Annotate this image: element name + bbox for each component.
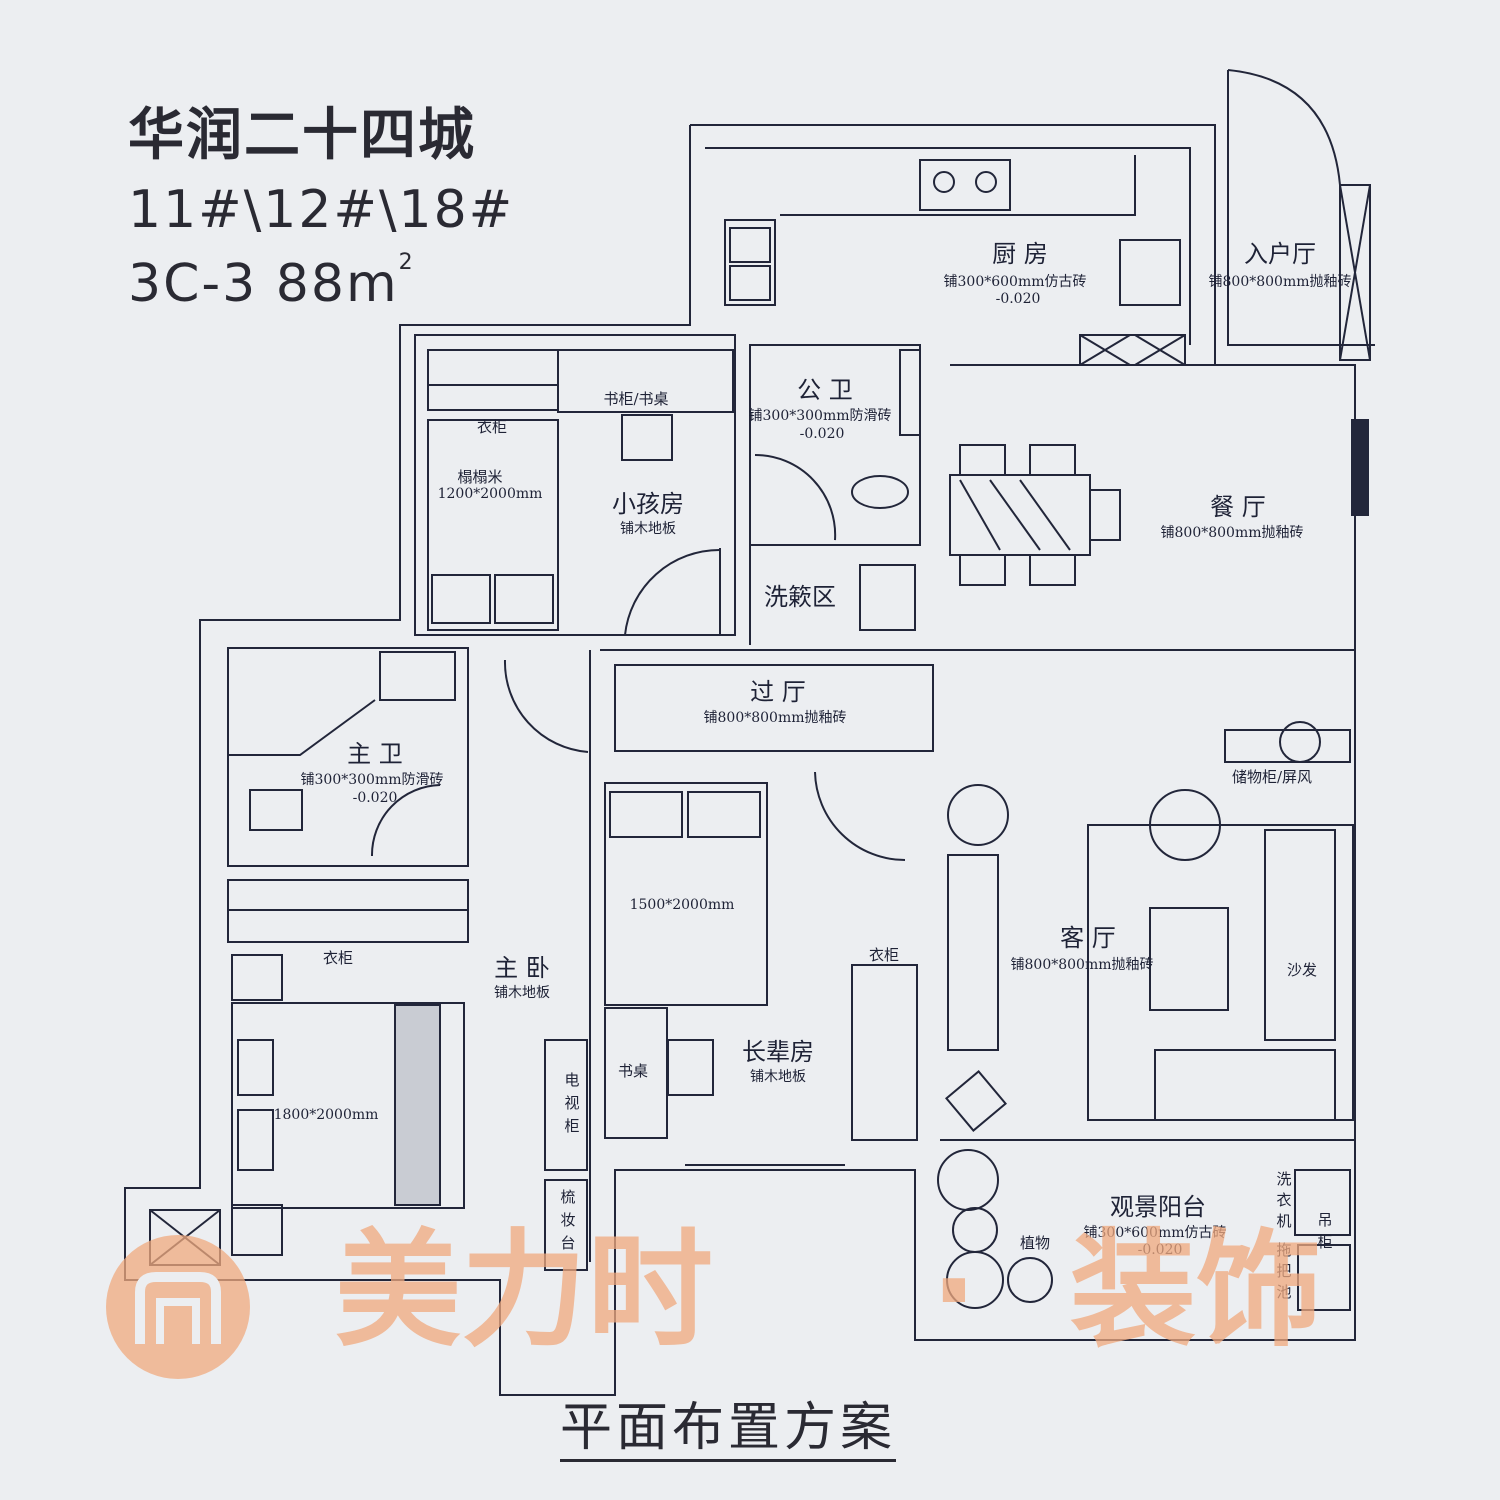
washer-char-1: 洗 (1276, 1170, 1291, 1188)
wash-area-name: 洗簌区 (764, 583, 836, 611)
plan-caption: 平面布置方案 (560, 1399, 897, 1463)
kids-wardrobe-label: 衣柜 (477, 418, 507, 436)
master-bedroom-name: 主 卧 (494, 954, 550, 982)
kids-room-floor: 铺木地板 (620, 521, 676, 537)
watermark-brand: 美力时 (335, 1217, 713, 1364)
master-wardrobe-label: 衣柜 (323, 949, 353, 967)
public-bath-level: -0.020 (800, 426, 845, 442)
elder-wardrobe-label: 衣柜 (869, 946, 899, 964)
kitchen-name: 厨 房 (992, 240, 1048, 268)
unit-type: 3C-3 (128, 254, 258, 314)
master-bedroom-walls (149, 650, 591, 1271)
sofa-label: 沙发 (1287, 961, 1317, 979)
vanity-char-3: 台 (560, 1234, 575, 1252)
hallway-box (614, 664, 934, 752)
master-bath-walls (227, 647, 469, 867)
public-bath-name: 公 卫 (797, 376, 853, 404)
tv-cabinet-char-1: 电 (564, 1071, 579, 1089)
dining-table (949, 444, 1121, 586)
hanging-cab-char-1: 吊 (1317, 1211, 1332, 1229)
dining-floor: 铺800*800mm抛釉砖 (1161, 525, 1304, 541)
bookcase-desk-label: 书柜/书桌 (603, 390, 668, 408)
tatami-size-label: 1200*2000mm (438, 486, 543, 502)
elder-room-walls (604, 771, 918, 1166)
balcony-walls (937, 721, 1351, 1311)
kitchen-level: -0.020 (996, 291, 1041, 307)
balcony-level: -0.020 (1138, 1242, 1183, 1258)
living-name: 客 厅 (1060, 924, 1116, 952)
stove (919, 159, 1011, 211)
tv-cabinet-char-2: 视 (564, 1094, 579, 1112)
tatami-label: 榻榻米 (457, 468, 502, 486)
room-labels: 厨 房 铺300*600mm仿古砖 -0.020 入户厅 铺800*800mm抛… (301, 240, 1352, 1258)
desk-label: 书桌 (618, 1062, 648, 1080)
public-bath-floor: 铺300*300mm防滑砖 (749, 407, 892, 424)
watermark-brand-suffix: 装饰 (1070, 1217, 1322, 1364)
master-bath-floor: 铺300*300mm防滑砖 (301, 771, 444, 788)
kids-room-walls (414, 334, 736, 636)
vanity-char-1: 梳 (560, 1188, 575, 1206)
building-numbers: 11#\12#\18# (128, 180, 515, 240)
dining-name: 餐 厅 (1210, 493, 1266, 521)
watermark-dot: · (930, 1217, 978, 1364)
kids-room-name: 小孩房 (612, 490, 684, 518)
furniture-labels: 书柜/书桌 衣柜 榻榻米 1200*2000mm 储物柜/屏风 1500*200… (274, 390, 1333, 1301)
unit-type-area: 3C-3 88m2 (128, 252, 415, 311)
washer-char-2: 衣 (1276, 1191, 1291, 1209)
mop-sink-char-2: 把 (1276, 1262, 1291, 1280)
master-bath-name: 主 卫 (347, 740, 403, 768)
balcony-name: 观景阳台 (1110, 1193, 1206, 1221)
mop-sink-char-3: 池 (1276, 1283, 1291, 1301)
master-bed-size-label: 1800*2000mm (274, 1107, 379, 1123)
hallway-name: 过 厅 (750, 678, 806, 706)
balcony-floor: 铺300*600mm仿古砖 (1084, 1225, 1227, 1241)
elder-room-name: 长辈房 (742, 1038, 814, 1066)
hanging-cab-char-2: 柜 (1317, 1233, 1332, 1251)
elder-room-floor: 铺木地板 (750, 1069, 806, 1085)
unit-area: 88m (275, 254, 399, 314)
hallway-floor: 铺800*800mm抛釉砖 (704, 710, 847, 726)
tv-cabinet-char-3: 柜 (564, 1117, 579, 1135)
living-floor: 铺800*800mm抛釉砖 (1011, 957, 1154, 973)
entry-name: 入户厅 (1244, 240, 1316, 268)
storage-screen-label: 储物柜/屏风 (1232, 768, 1312, 786)
plants-label: 植物 (1020, 1234, 1050, 1252)
master-bedroom-floor: 铺木地板 (494, 985, 550, 1001)
master-bath-level: -0.020 (353, 790, 398, 806)
washer-char-3: 机 (1276, 1212, 1291, 1230)
area-unit-superscript: 2 (398, 250, 415, 275)
brand-logo-icon (106, 1235, 250, 1379)
mop-sink-char-1: 拖 (1276, 1241, 1291, 1259)
entry-floor: 铺800*800mm抛釉砖 (1209, 274, 1352, 290)
kitchen-floor: 铺300*600mm仿古砖 (944, 274, 1087, 290)
living-room-furniture (940, 789, 1355, 1141)
public-bath-walls (749, 344, 921, 645)
vanity-char-2: 妆 (560, 1211, 575, 1229)
elder-bed-size-label: 1500*2000mm (630, 897, 735, 913)
project-title: 华润二十四城 (128, 103, 476, 168)
